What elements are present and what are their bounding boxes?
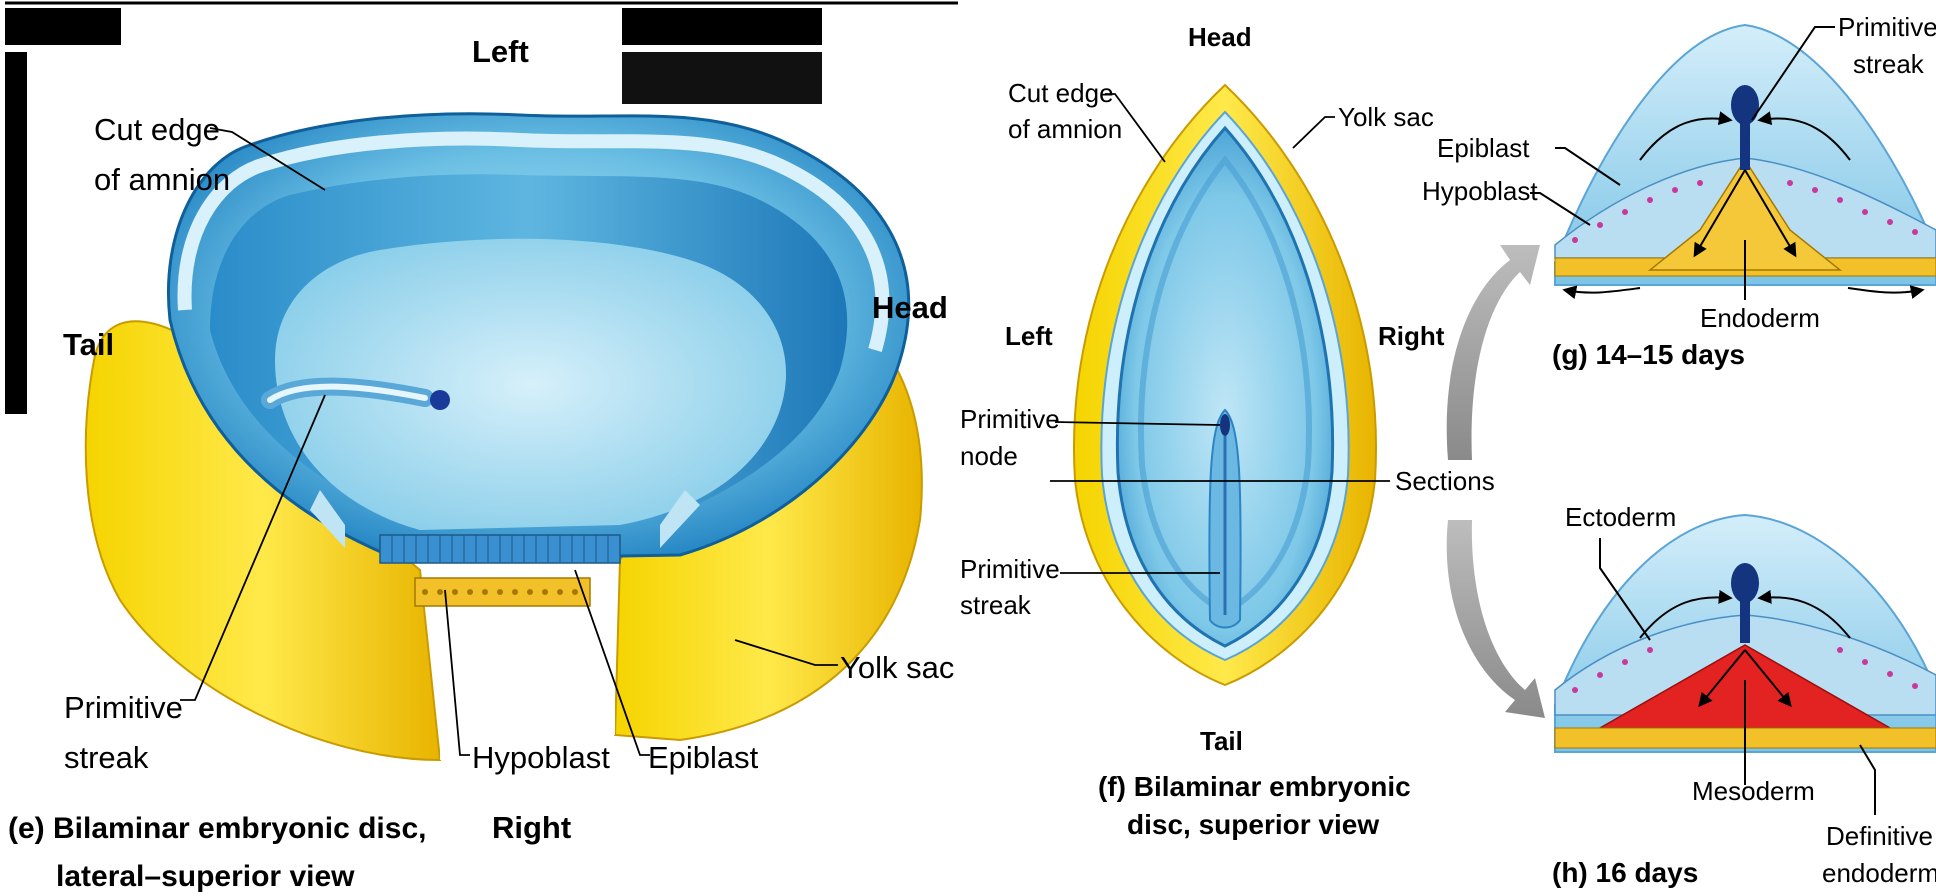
label-head-f: Head (1188, 22, 1252, 52)
caption-g: (g) 14–15 days (1552, 339, 1745, 370)
label-primitive-e: Primitive (64, 690, 183, 725)
label-node-1-f: Primitive (960, 404, 1060, 434)
panel-h-16-days (1555, 515, 1936, 815)
label-sections-f: Sections (1395, 466, 1495, 496)
label-left-f: Left (1005, 321, 1053, 351)
label-epiblast-e: Epiblast (648, 740, 759, 775)
panel-f-superior-view (1050, 85, 1390, 685)
caption-e-line1: (e) Bilaminar embryonic disc, (8, 812, 426, 845)
label-endoderm-g: Endoderm (1700, 303, 1820, 333)
label-head-e: Head (872, 290, 948, 325)
label-definitive-2-h: endoderm (1822, 858, 1936, 888)
label-left-e: Left (472, 34, 529, 69)
caption-e-line2: lateral–superior view (56, 860, 355, 893)
gray-arrow-down (1447, 520, 1545, 718)
label-yolk-sac-e: Yolk sac (840, 650, 954, 685)
label-tail-e: Tail (63, 327, 114, 362)
primitive-node (430, 390, 450, 410)
primitive-pit (1731, 563, 1759, 603)
redaction-block (5, 52, 27, 414)
label-right-e: Right (492, 810, 571, 845)
redaction-block (622, 8, 822, 45)
label-node-2-f: node (960, 441, 1018, 471)
label-mesoderm-h: Mesoderm (1692, 776, 1815, 806)
caption-h: (h) 16 days (1552, 857, 1698, 888)
primitive-node (1220, 414, 1230, 436)
caption-f-line1: (f) Bilaminar embryonic (1098, 771, 1411, 802)
label-hypoblast-g: Hypoblast (1422, 176, 1538, 206)
label-ectoderm-h: Ectoderm (1565, 502, 1676, 532)
label-streak-2-g: streak (1853, 49, 1925, 79)
redaction-block (5, 8, 121, 45)
label-streak-1-g: Primitive (1838, 12, 1936, 42)
label-streak-e: streak (64, 740, 149, 775)
gray-arrow-up (1447, 245, 1540, 460)
label-cut-edge-f: Cut edge (1008, 78, 1114, 108)
label-epiblast-g: Epiblast (1437, 133, 1530, 163)
label-tail-f: Tail (1200, 726, 1243, 756)
primitive-pit (1731, 85, 1759, 125)
label-yolk-sac-f: Yolk sac (1338, 102, 1434, 132)
caption-f-line2: disc, superior view (1127, 809, 1379, 840)
label-amnion-f: of amnion (1008, 114, 1122, 144)
label-definitive-1-h: Definitive (1826, 821, 1933, 851)
label-streak-2-f: streak (960, 590, 1032, 620)
label-streak-1-f: Primitive (960, 554, 1060, 584)
label-hypoblast-e: Hypoblast (472, 740, 610, 775)
label-amnion-e: of amnion (94, 162, 230, 197)
redaction-block (622, 52, 822, 104)
label-cut-edge-e: Cut edge (94, 112, 220, 147)
label-right-f: Right (1378, 321, 1445, 351)
